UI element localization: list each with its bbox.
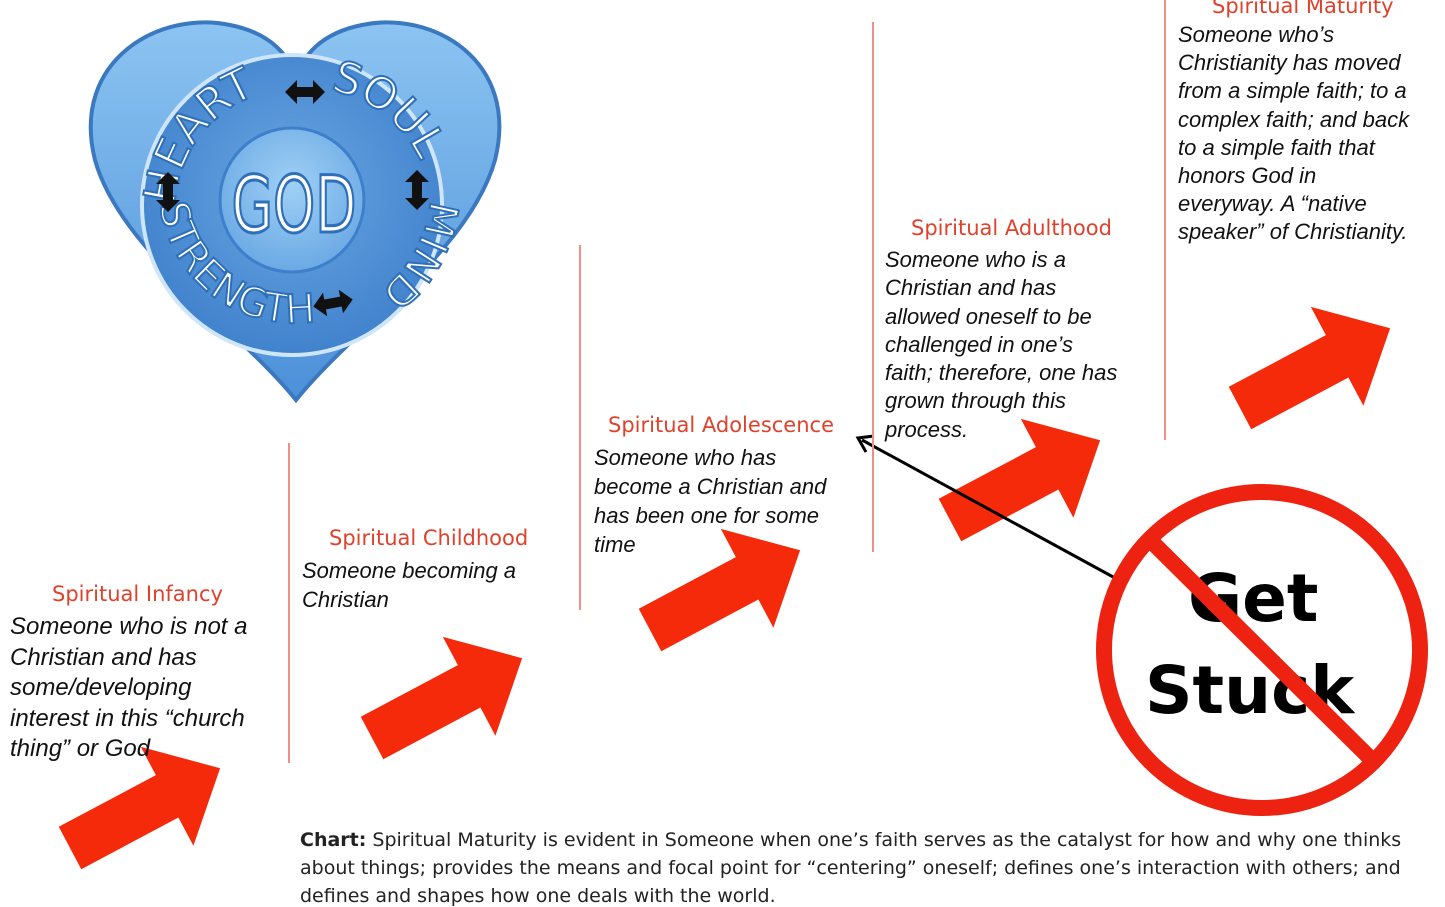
description-line: Someone who’s [1178,22,1335,47]
caption-text: Spiritual Maturity is evident in Someone… [300,829,1402,907]
description-line: to a simple faith that [1178,134,1375,160]
description-line: Christian and has [885,275,1057,301]
description-line: everyway. A “native [1178,191,1367,217]
stage-title-adulthood: Spiritual Adulthood [911,216,1112,240]
pointer-arrow [855,434,1116,580]
description-line: grown through this [885,388,1066,414]
description-line: from a simple faith; to a [1178,78,1407,104]
stage-divider [288,443,290,763]
description-line: some/developing [10,674,192,701]
description-line: Christian and has [10,643,197,671]
stage-description-infancy: Someone who is not a Christian and has s… [10,612,247,765]
stage-description-adolescence: Someone who has become a Christian and h… [594,443,826,559]
stage-divider [872,22,874,552]
description-line: Someone becoming a [302,558,517,583]
heart-emblem-icon: GOD HEART SOUL MIND STRENGTH [88,20,502,404]
description-line: become a Christian and [594,474,827,499]
no-sign-icon [1096,484,1428,816]
stage-divider [1164,0,1166,440]
chart-caption: Chart: Spiritual Maturity is evident in … [300,826,1430,907]
description-line: faith; therefore, one has [885,360,1118,386]
description-line: Someone who is not a [10,613,248,640]
stage-title-infancy: Spiritual Infancy [52,582,223,606]
description-line: honors God in [1178,163,1317,189]
description-line: interest in this “church [10,704,245,732]
description-line: allowed oneself to be [885,303,1092,329]
stage-description-maturity: Someone who’s Christianity has moved fro… [1178,21,1409,247]
stage-title-adolescence: Spiritual Adolescence [608,413,834,437]
description-line: Someone who has [594,445,777,470]
stage-title-childhood: Spiritual Childhood [329,526,529,550]
description-line: has been one for some [594,503,820,528]
description-line: time [594,532,636,557]
description-line: challenged in one’s [885,331,1073,357]
description-line: speaker” of Christianity. [1178,219,1408,245]
caption-label: Chart: [300,829,367,851]
description-line: process. [885,416,969,442]
stage-description-adulthood: Someone who is a Christian and has allow… [885,246,1117,444]
description-line: Someone who is a [885,247,1066,272]
description-line: complex faith; and back [1178,106,1410,132]
emblem-center-text: GOD [232,161,357,251]
description-line: Christianity has moved [1178,50,1401,76]
description-line: thing” or God [10,735,151,762]
description-line: Christian [302,587,389,612]
stage-description-childhood: Someone becoming a Christian [302,556,516,614]
stage-divider [579,245,581,610]
stage-title-maturity: Spiritual Maturity [1212,0,1394,18]
